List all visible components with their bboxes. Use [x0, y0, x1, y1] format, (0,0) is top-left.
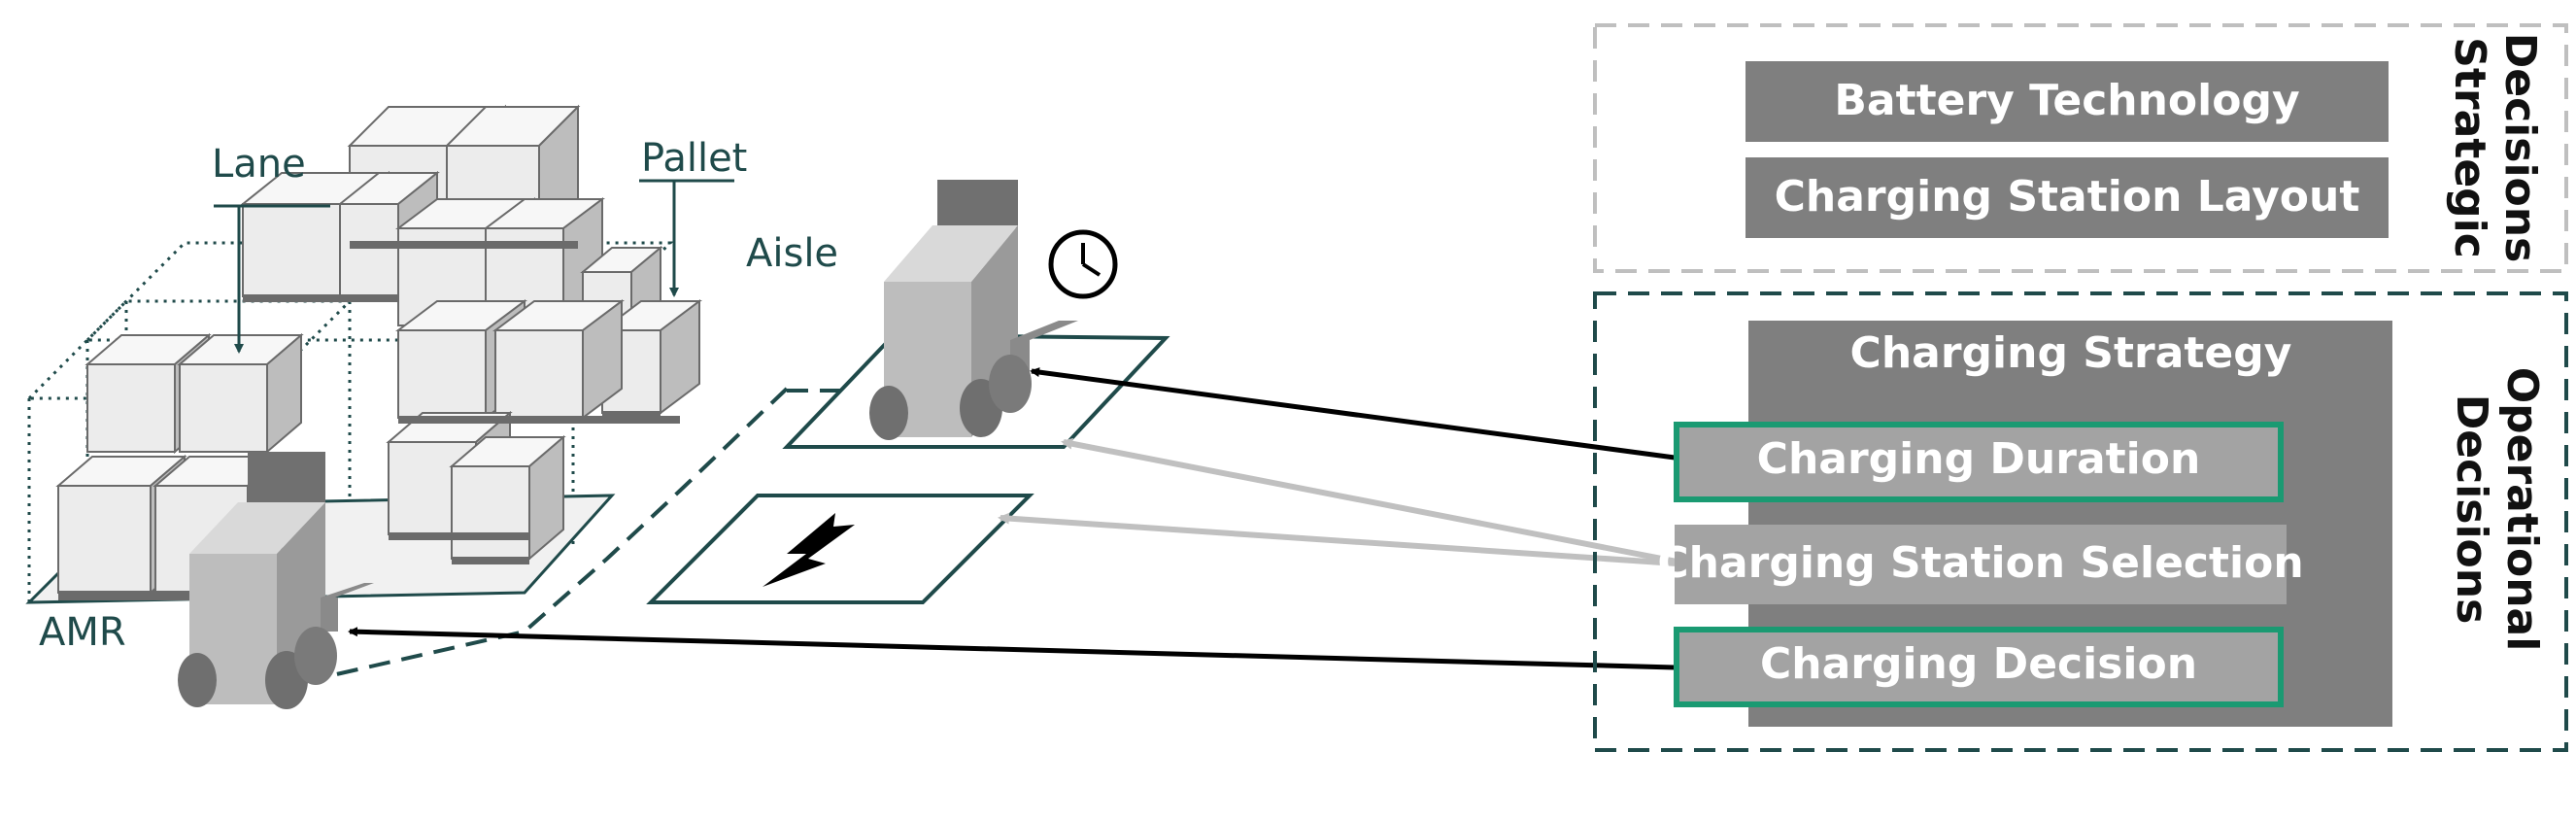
battery-technology-box: Battery Technology	[1746, 61, 2389, 142]
operational-title-line2: Decisions	[2447, 394, 2496, 625]
amr-robot-parked	[869, 180, 1078, 440]
lightning-icon	[763, 513, 855, 587]
charging-decision-label: Charging Decision	[1760, 639, 2197, 689]
arrow-decision-to-driving-amr	[348, 627, 1676, 670]
clock-icon	[1048, 229, 1118, 299]
charging-strategy-label: Charging Strategy	[1850, 328, 2292, 378]
charging-station-layout-box: Charging Station Layout	[1746, 157, 2389, 238]
arrow-duration-to-parked-amr	[1030, 367, 1676, 461]
operational-decisions-panel	[1593, 291, 2568, 752]
pallets	[58, 241, 680, 600]
charging-duration-label: Charging Duration	[1757, 434, 2201, 484]
charging-station-layout-label: Charging Station Layout	[1775, 172, 2360, 222]
box	[449, 434, 566, 562]
amr-robot-driving	[178, 452, 374, 709]
box	[492, 299, 625, 420]
strategic-title-line1: Strategic	[2445, 37, 2494, 258]
lane-label: Lane	[212, 142, 306, 187]
operational-title-line1: Operational	[2497, 367, 2547, 652]
arrow-selection-to-parking-tile	[1061, 437, 1678, 564]
warehouse-rack	[25, 104, 702, 604]
charging-duration-box: Charging Duration	[1674, 422, 2284, 502]
battery-technology-label: Battery Technology	[1834, 76, 2299, 125]
strategic-decisions-panel	[1593, 23, 2568, 273]
amr-label: AMR	[39, 610, 126, 655]
charging-station-selection-box: Charging Station Selection	[1657, 525, 2304, 604]
pallet-label: Pallet	[641, 136, 747, 181]
charging-station-selection-label: Charging Station Selection	[1657, 538, 2303, 588]
strategic-title-line2: Decisions	[2495, 33, 2545, 263]
charging-decision-box: Charging Decision	[1674, 627, 2284, 707]
operational-decisions-title: Operational Decisions	[2447, 367, 2547, 652]
aisle-label: Aisle	[746, 231, 838, 276]
arrow-selection-to-charging-tile	[998, 512, 1678, 566]
box	[177, 332, 304, 455]
strategic-decisions-title: Strategic Decisions	[2445, 33, 2545, 263]
charging-tile	[646, 494, 1034, 604]
